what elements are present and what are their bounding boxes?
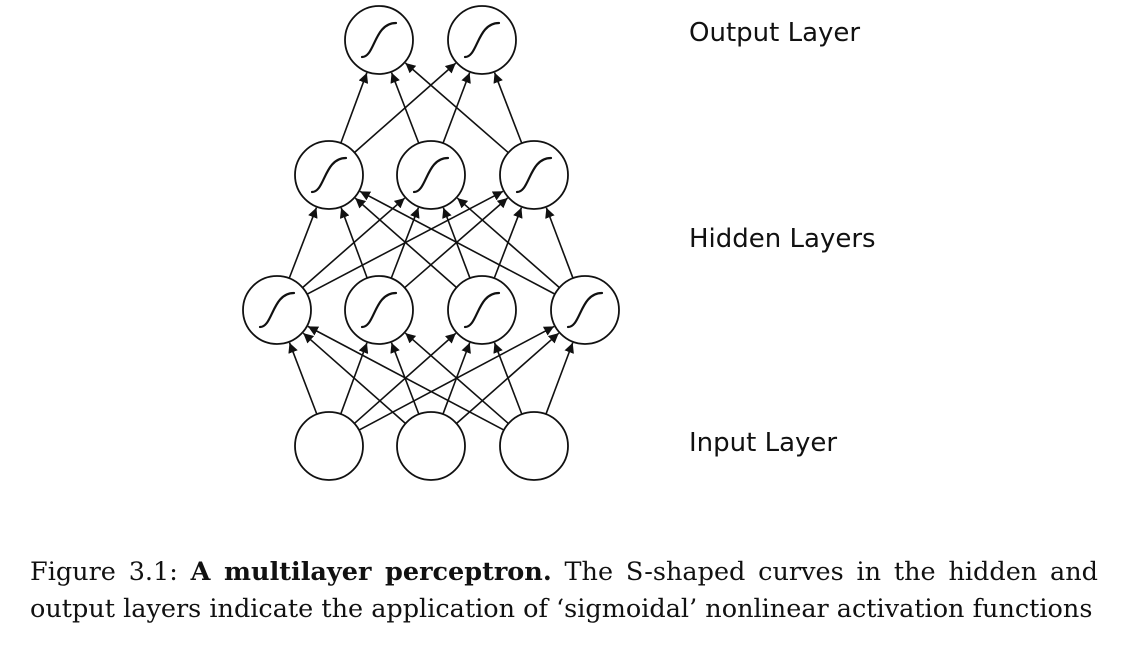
- figure-caption: Figure 3.1: A multilayer perceptron. The…: [30, 554, 1098, 628]
- neuron-circle: [344, 5, 414, 75]
- input-neuron: [294, 411, 364, 481]
- connection-arrow: [404, 332, 509, 425]
- sigmoid-icon: [412, 156, 450, 194]
- neuron-circle: [344, 275, 414, 345]
- output-neuron: [447, 5, 517, 75]
- neuron-circle: [396, 411, 466, 481]
- neuron-circle: [447, 5, 517, 75]
- connection-arrow: [493, 342, 523, 415]
- connection-arrow: [404, 62, 509, 154]
- connection-arrow: [390, 72, 420, 144]
- mlp-diagram: [242, 5, 620, 481]
- neuron-circle: [396, 140, 466, 210]
- neuron-circle: [499, 411, 569, 481]
- hidden-1-neuron: [447, 275, 517, 345]
- neuron-circle: [550, 275, 620, 345]
- hidden-1-neuron: [550, 275, 620, 345]
- connection-arrow: [545, 342, 574, 415]
- sigmoid-icon: [463, 21, 501, 59]
- input-layer-label: Input Layer: [689, 428, 838, 458]
- connection-arrow: [340, 72, 369, 144]
- hidden-2-neuron: [294, 140, 364, 210]
- sigmoid-icon: [463, 291, 501, 329]
- input-neuron: [499, 411, 569, 481]
- hidden-layers-label: Hidden Layers: [689, 224, 876, 254]
- neurons: [242, 5, 620, 481]
- sigmoid-icon: [310, 156, 348, 194]
- output-layer-label: Output Layer: [689, 18, 861, 48]
- connection-arrow: [354, 197, 458, 289]
- neuron-circle: [242, 275, 312, 345]
- sigmoid-icon: [515, 156, 553, 194]
- sigmoid-icon: [566, 291, 604, 329]
- output-neuron: [344, 5, 414, 75]
- hidden-1-neuron: [242, 275, 312, 345]
- connection-arrow: [545, 207, 574, 279]
- sigmoid-icon: [360, 291, 398, 329]
- connection-arrow: [493, 72, 523, 144]
- connection-arrow: [307, 325, 505, 431]
- connection-arrow: [302, 332, 407, 425]
- caption-body: The S-shaped curves in the hidden and ou…: [30, 557, 1098, 624]
- caption-prefix: Figure 3.1:: [30, 557, 191, 587]
- hidden-2-neuron: [499, 140, 569, 210]
- hidden-2-neuron: [396, 140, 466, 210]
- connection-arrow: [359, 190, 556, 295]
- neuron-circle: [499, 140, 569, 210]
- sigmoid-icon: [258, 291, 296, 329]
- connections: [288, 62, 574, 431]
- neuron-circle: [294, 140, 364, 210]
- neuron-circle: [294, 411, 364, 481]
- hidden-1-neuron: [344, 275, 414, 345]
- connection-arrow: [339, 207, 368, 279]
- connection-arrow: [456, 197, 560, 289]
- input-neuron: [396, 411, 466, 481]
- caption-title: A multilayer perceptron.: [190, 557, 552, 587]
- neuron-circle: [447, 275, 517, 345]
- sigmoid-icon: [360, 21, 398, 59]
- connection-arrow: [288, 207, 318, 279]
- connection-arrow: [288, 342, 318, 415]
